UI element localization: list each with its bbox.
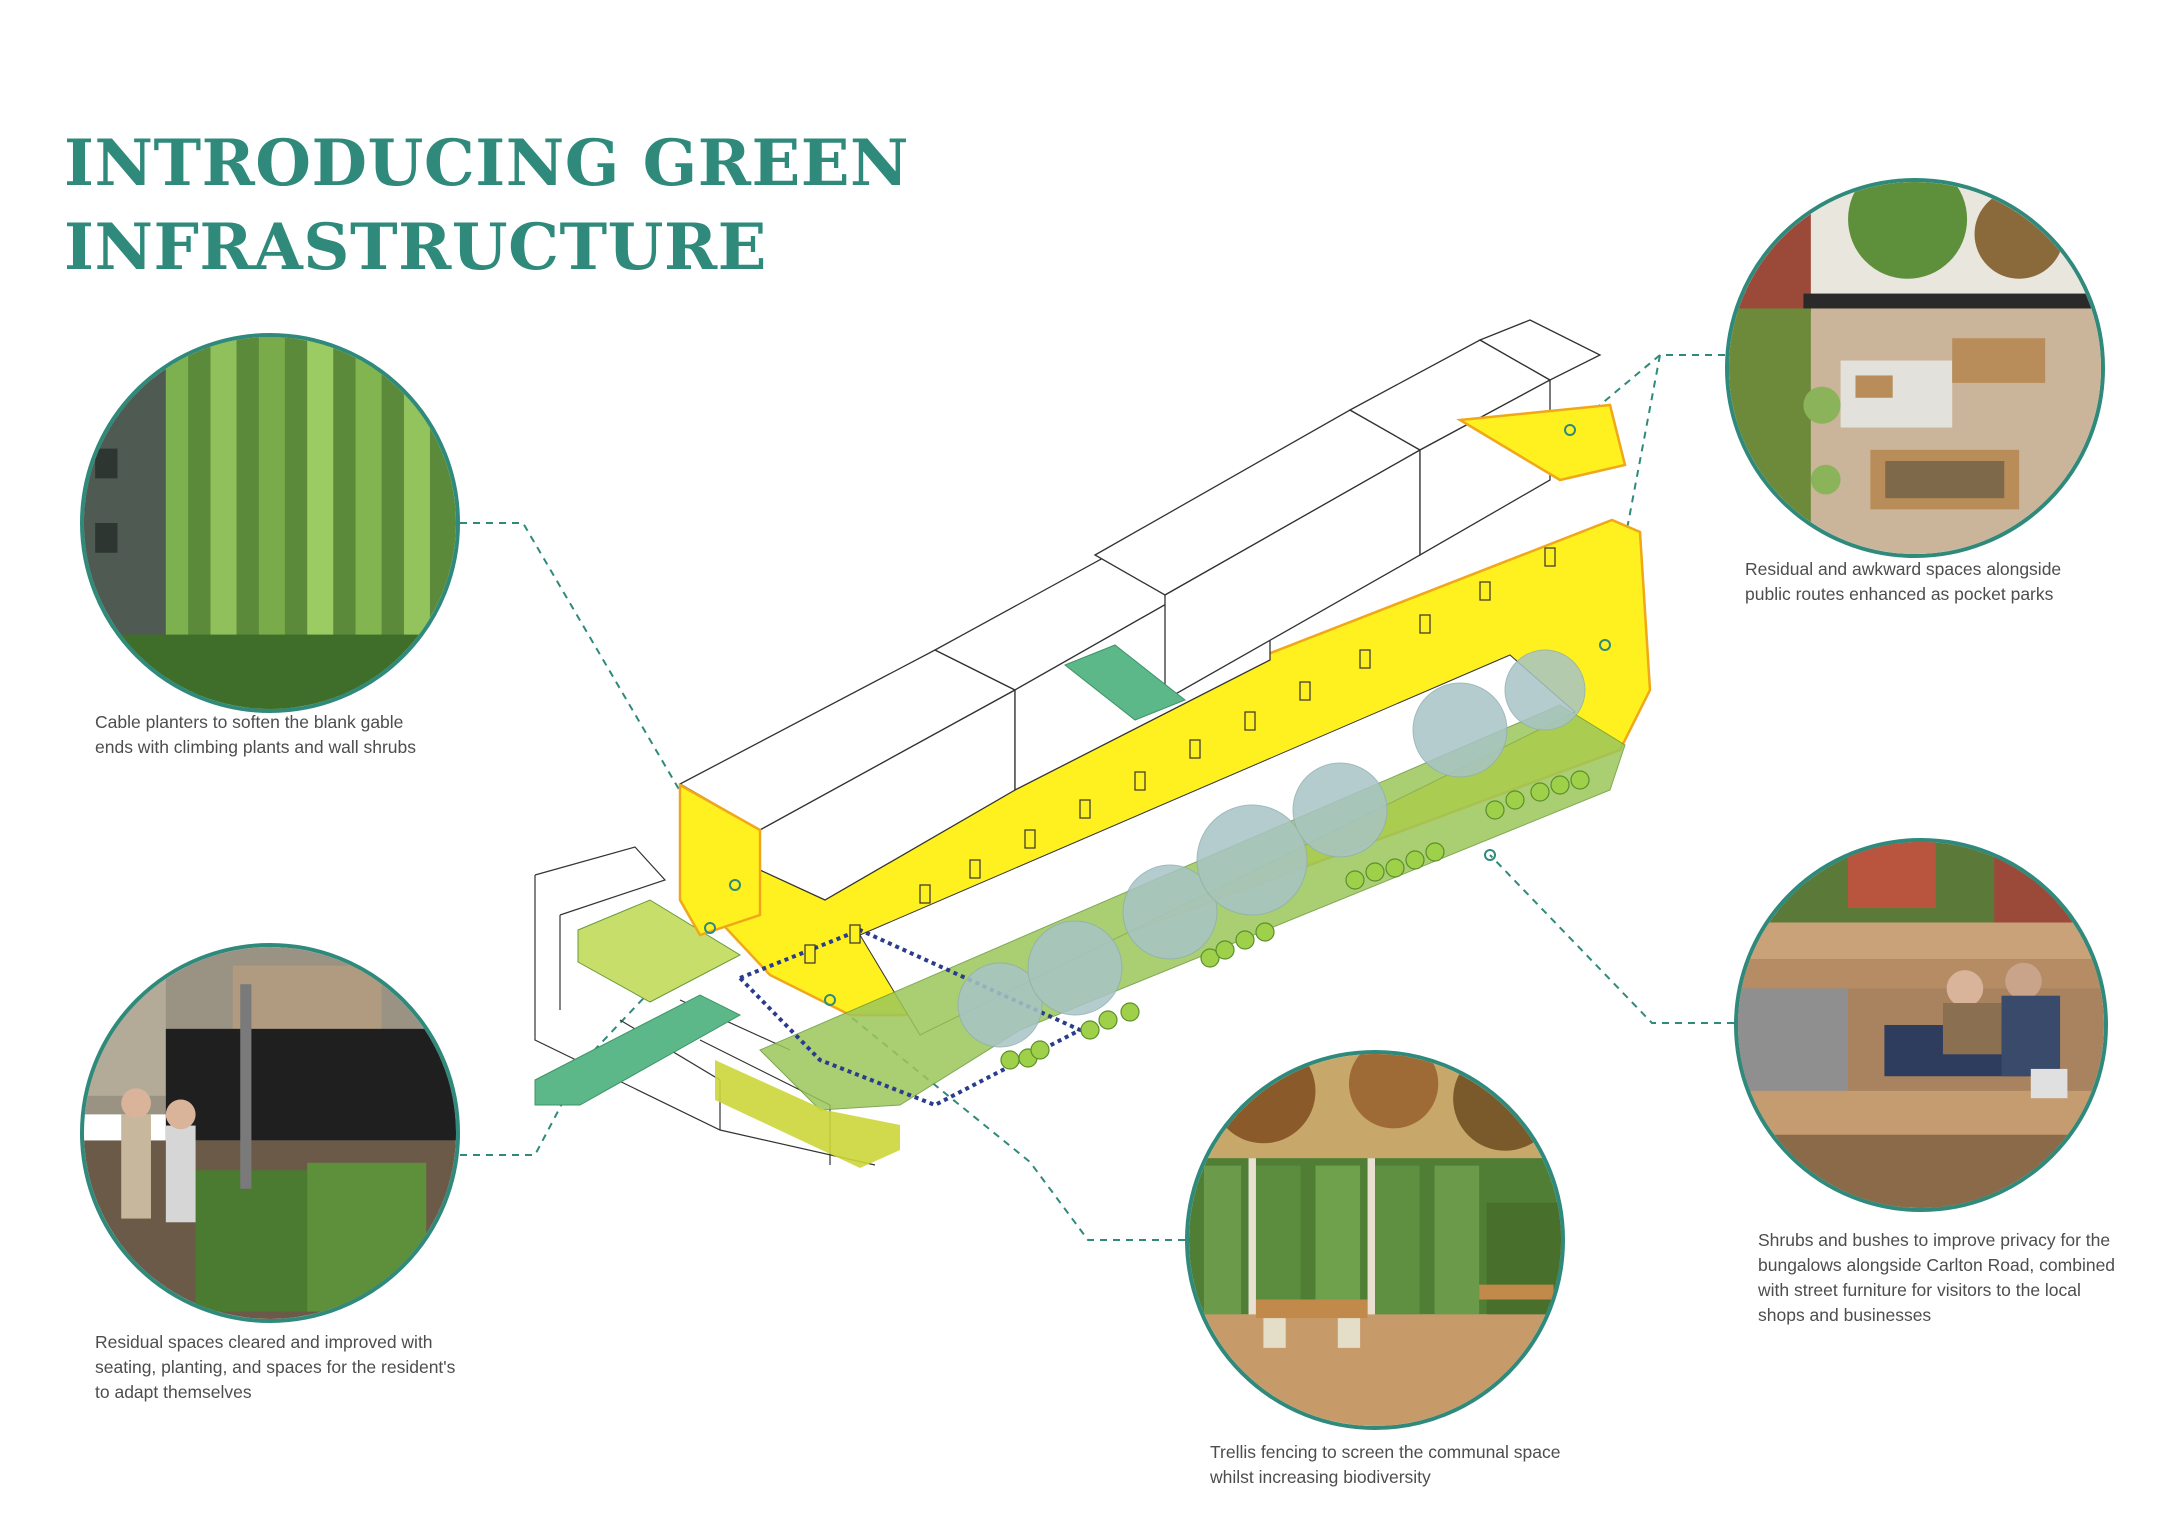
caption-cable-planters: Cable planters to soften the blank gable… (95, 712, 416, 757)
dotted-paving (715, 1060, 900, 1168)
leader-line-pocket-parks-2 (1604, 354, 1661, 646)
leader-line-cable-planters (460, 522, 736, 886)
trees (957, 649, 1586, 1048)
caption-residual-spaces: Residual spaces cleared and improved wit… (95, 1332, 456, 1402)
green-roof-link (1064, 644, 1186, 721)
leader-endpoints (704, 424, 1611, 1006)
page-title: INTRODUCING GREEN INFRASTRUCTURE (64, 122, 909, 290)
shrub-clusters (1000, 770, 1590, 1070)
photo-pocket-park (1725, 178, 2105, 558)
caption-pocket-parks: Residual and awkward spaces alongside pu… (1745, 559, 2062, 604)
leader-line-trellis (829, 999, 1185, 1241)
photo-community-garden (80, 943, 460, 1323)
yellow-gable-end (678, 782, 762, 937)
caption-shrubs-bushes: Shrubs and bushes to improve privacy for… (1758, 1230, 2116, 1325)
green-forecourt (577, 899, 742, 1003)
photo-trellis-fence (1185, 1050, 1565, 1430)
title-line-2: INFRASTRUCTURE (64, 210, 767, 285)
green-path (534, 994, 742, 1106)
photo-street-furniture (1734, 838, 2108, 1212)
leader-line-shrubs (1489, 854, 1734, 1024)
facade-openings (804, 547, 1556, 964)
caption-trellis-fencing: Trellis fencing to screen the communal s… (1210, 1442, 1561, 1487)
yellow-pocket-park (1456, 403, 1627, 482)
courtyard-dashed-boundary (738, 927, 1085, 1108)
title-line-1: INTRODUCING GREEN (64, 126, 910, 201)
photo-green-wall (80, 333, 460, 713)
